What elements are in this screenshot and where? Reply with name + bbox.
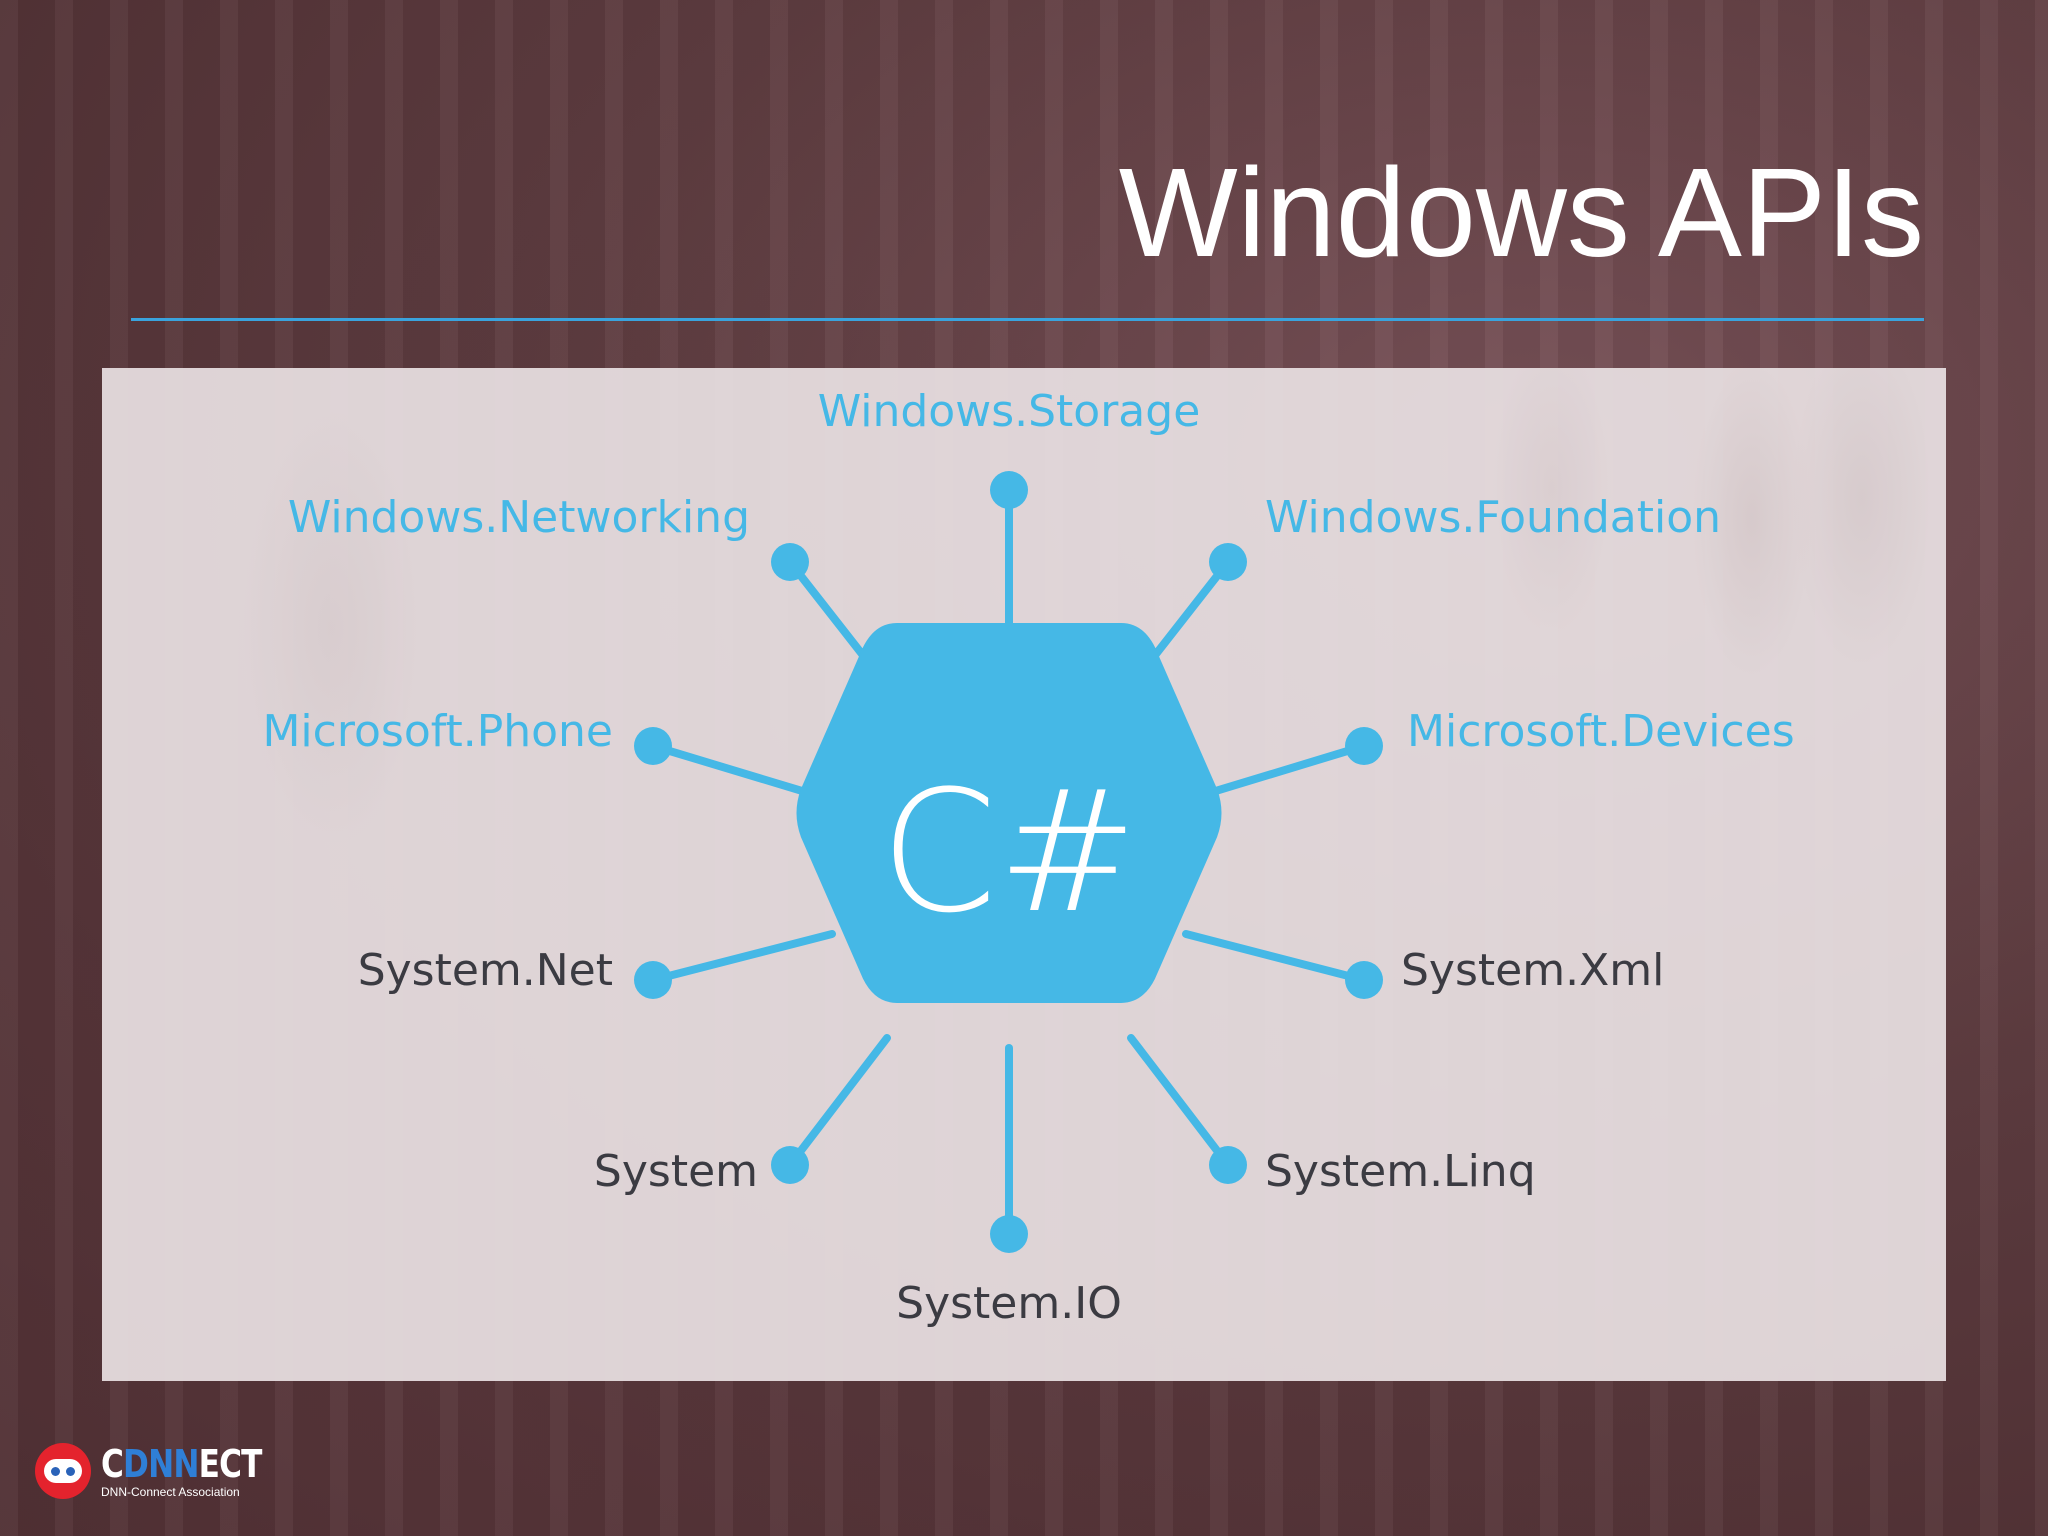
node-system-linq — [1209, 1146, 1247, 1184]
node-system-net — [634, 961, 672, 999]
csharp-hexagon — [796, 623, 1222, 1003]
label-microsoft-phone: Microsoft.Phone — [262, 706, 613, 757]
label-windows-networking: Windows.Networking — [288, 492, 750, 543]
logo-tagline: DNN-Connect Association — [101, 1484, 240, 1499]
label-system-xml: System.Xml — [1401, 945, 1664, 996]
node-windows-networking — [771, 543, 809, 581]
node-system — [771, 1146, 809, 1184]
node-windows-storage — [990, 471, 1028, 509]
label-system-linq: System.Linq — [1265, 1146, 1536, 1197]
spoke-endpoints — [634, 471, 1383, 1253]
csharp-label: C# — [880, 754, 1138, 950]
label-microsoft-devices: Microsoft.Devices — [1407, 706, 1795, 757]
csharp-namespace-diagram: C# Windows.Storage Windows.Networking Wi… — [262, 386, 1795, 1329]
logo-wordmark: CDNNECT — [101, 1441, 262, 1486]
label-windows-foundation: Windows.Foundation — [1265, 492, 1721, 543]
label-system: System — [594, 1146, 758, 1197]
label-windows-storage: Windows.Storage — [818, 386, 1201, 437]
title-divider — [131, 318, 1924, 321]
node-microsoft-devices — [1345, 727, 1383, 765]
diagram-panel: C# Windows.Storage Windows.Networking Wi… — [102, 368, 1946, 1381]
spoke-system — [786, 1034, 891, 1169]
logo-badge-icon — [35, 1443, 91, 1499]
connect-logo: CDNNECT DNN-Connect Association — [35, 1440, 297, 1502]
node-system-io — [990, 1215, 1028, 1253]
spoke-system-xml — [1182, 930, 1368, 984]
spoke-system-net — [649, 930, 836, 984]
node-microsoft-phone — [634, 727, 672, 765]
label-system-io: System.IO — [896, 1278, 1122, 1329]
spoke-system-linq — [1127, 1034, 1232, 1169]
label-system-net: System.Net — [358, 945, 613, 996]
node-system-xml — [1345, 961, 1383, 999]
node-windows-foundation — [1209, 543, 1247, 581]
slide-title: Windows APIs — [1118, 142, 1924, 283]
